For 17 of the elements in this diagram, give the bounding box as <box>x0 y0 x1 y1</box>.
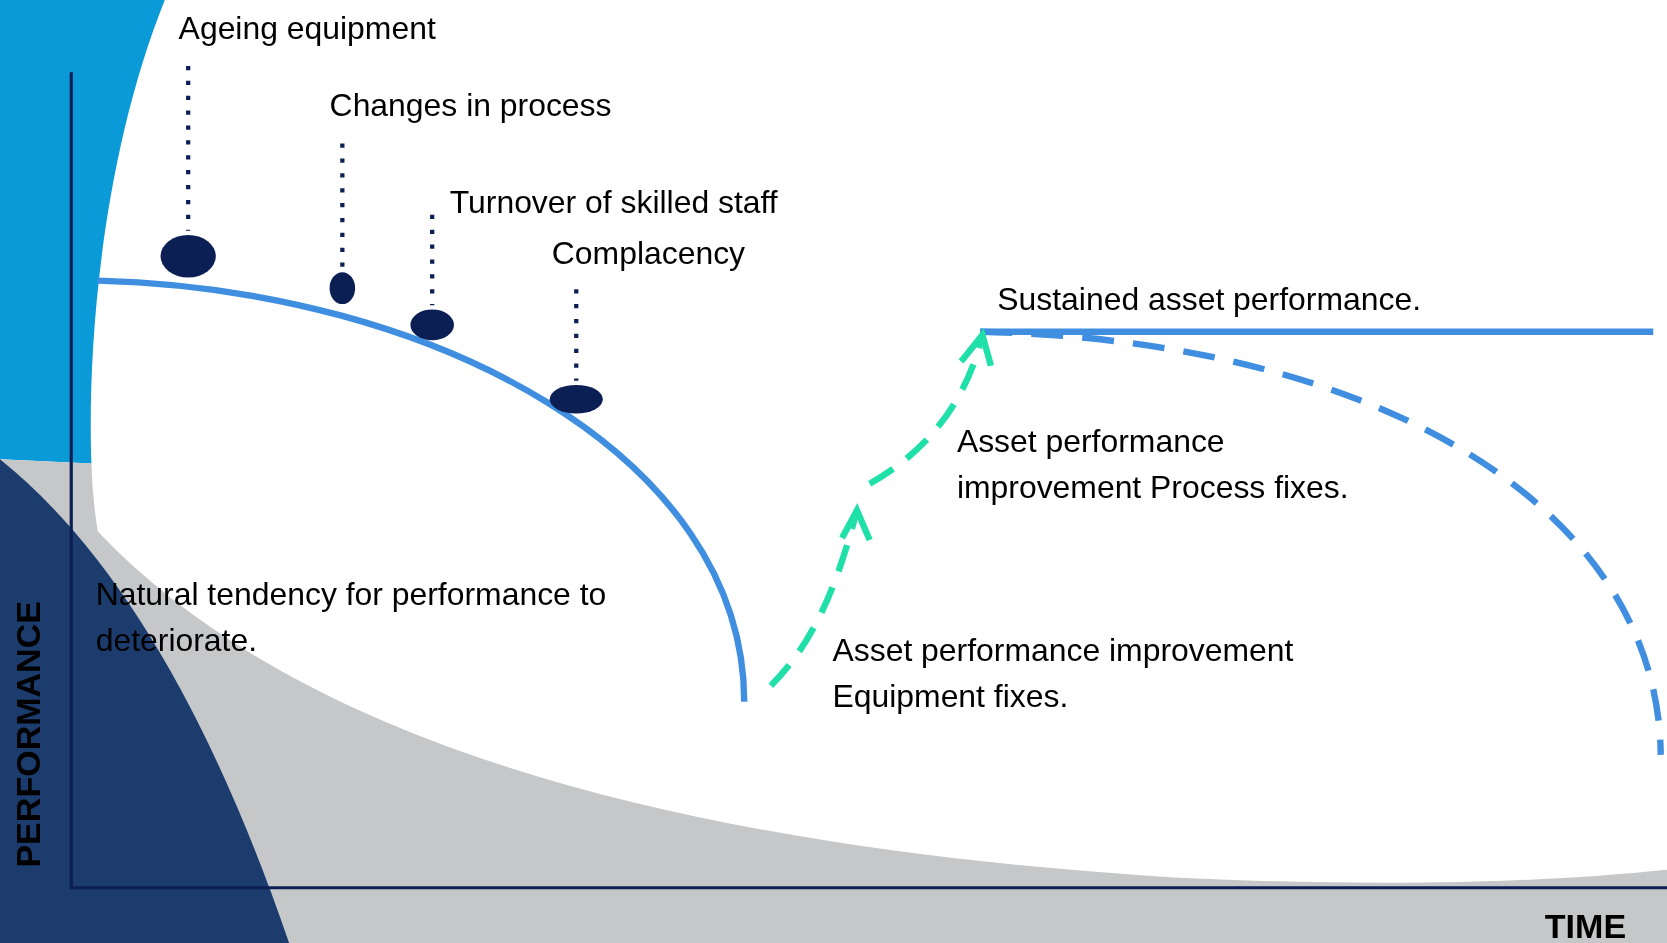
leader-line <box>430 214 435 306</box>
callout-text: Turnover of skilled staff <box>449 178 778 225</box>
callout-text: Complacency <box>551 229 746 276</box>
leader-line <box>574 289 579 381</box>
annotation-text: Sustained asset performance. <box>997 280 1422 319</box>
annotation-text: Asset performance improvement Process fixes. <box>956 422 1350 507</box>
marker-dot <box>410 309 454 341</box>
marker-dot <box>160 234 216 278</box>
marker-dot <box>329 272 356 305</box>
leader-line <box>340 143 345 268</box>
callout-text: Ageing equipment <box>178 5 436 52</box>
callout-text: Changes in process <box>329 81 612 128</box>
leader-line <box>186 65 191 231</box>
marker-dot <box>549 384 603 414</box>
annotation-text: Asset performance improvement Equipment fixes. <box>832 631 1295 716</box>
axis-label: PERFORMANCE <box>8 601 49 868</box>
axis-label: TIME <box>1544 905 1627 943</box>
